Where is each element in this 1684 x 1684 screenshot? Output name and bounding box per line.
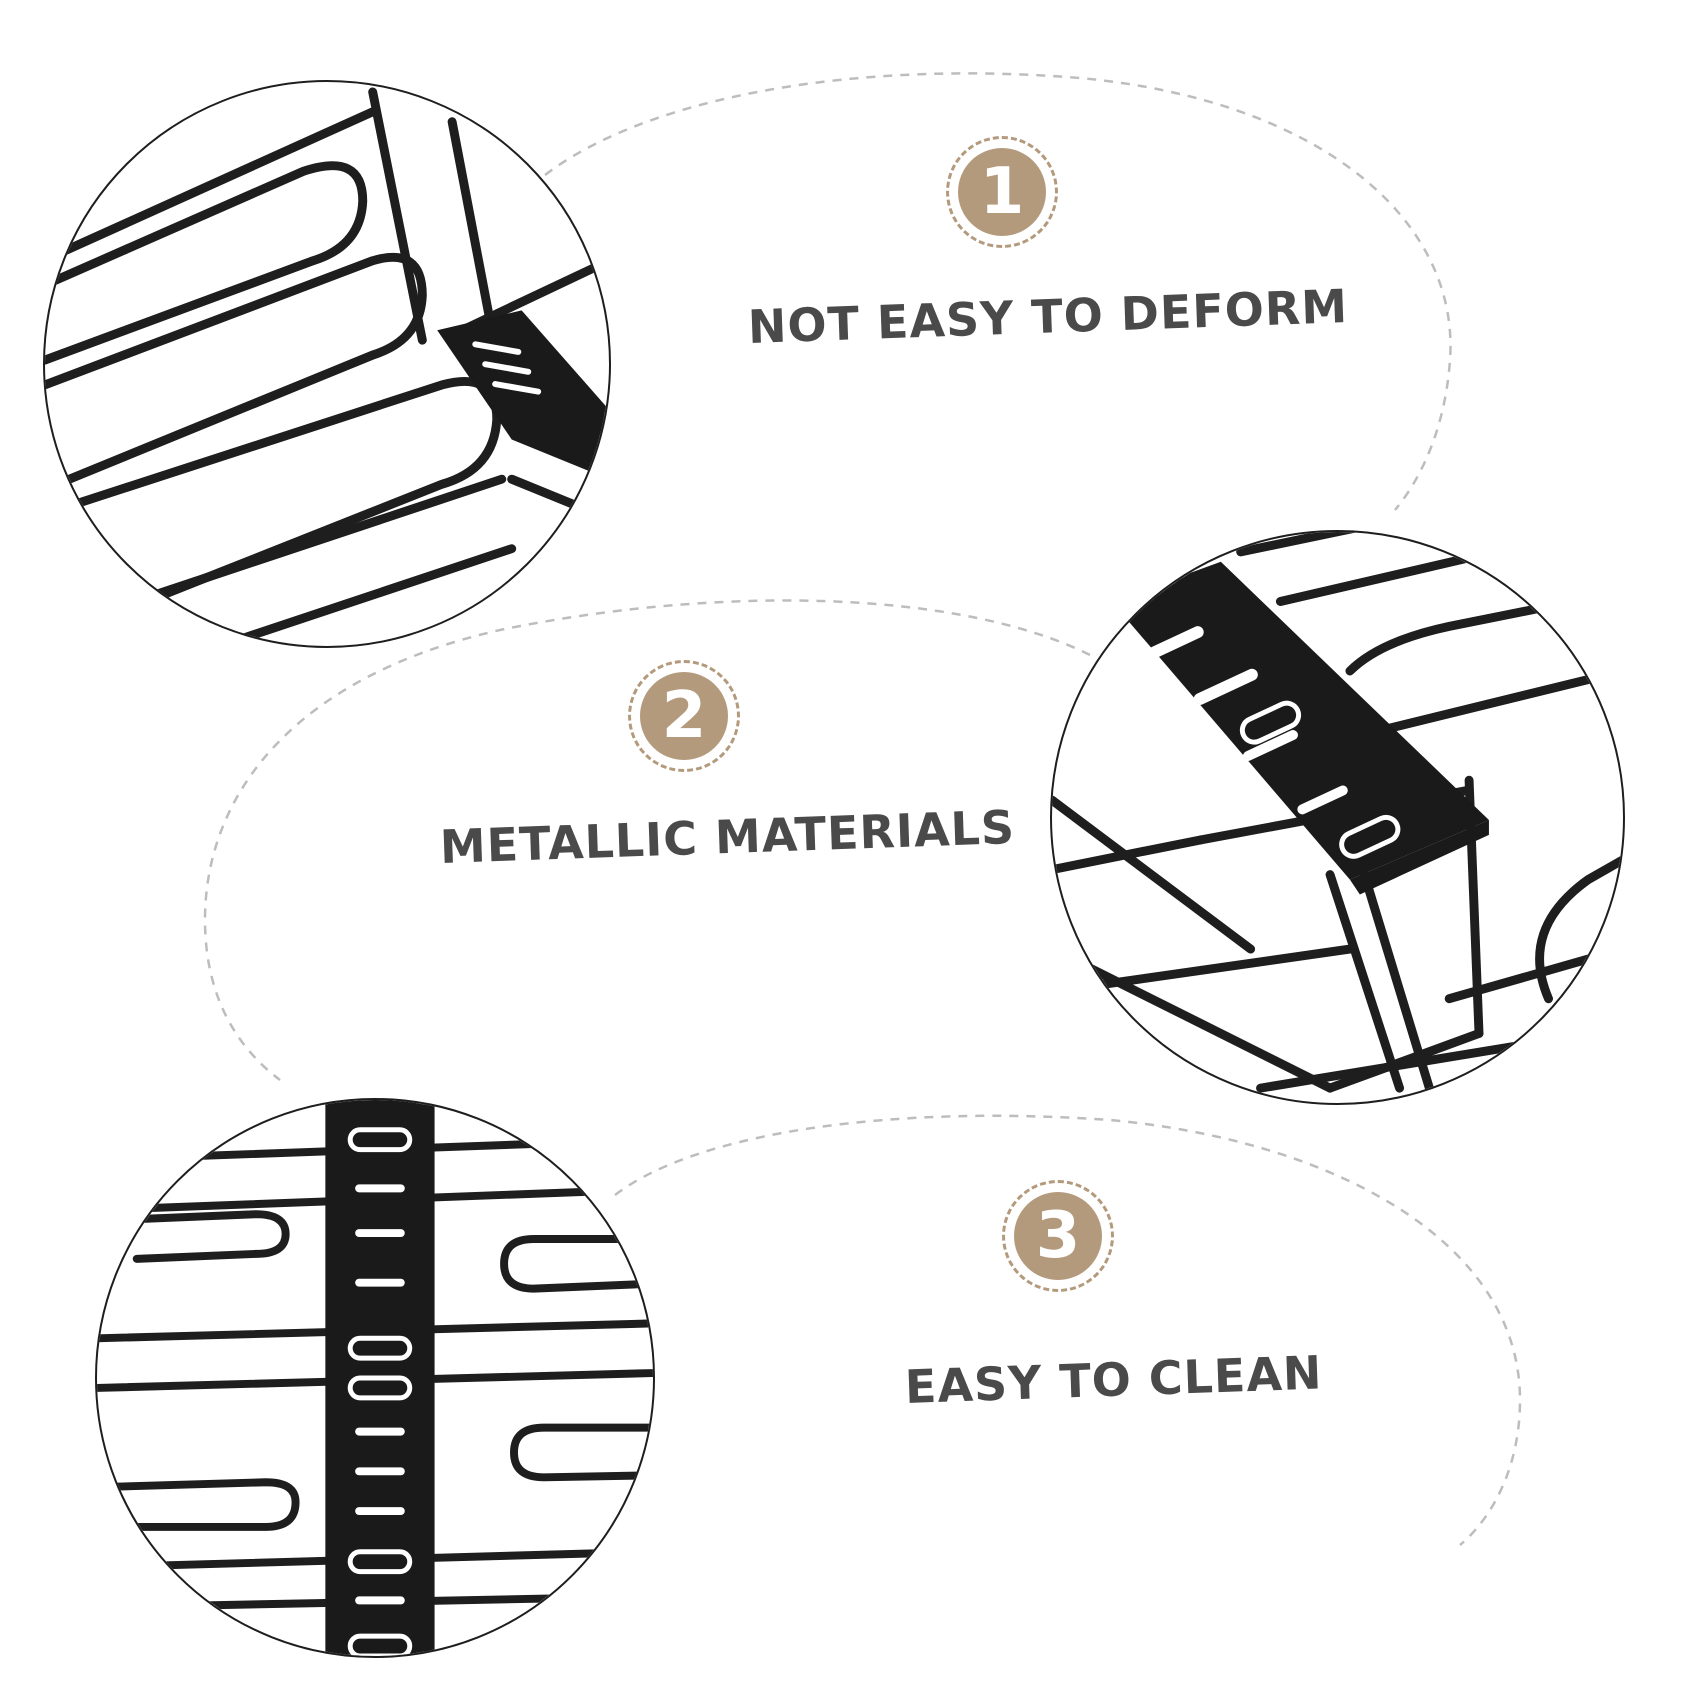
vertical-bar-drawing xyxy=(97,1100,653,1656)
number-badge-1: 1 xyxy=(946,136,1058,248)
badge-number-3: 3 xyxy=(1014,1192,1102,1280)
badge-number-2: 2 xyxy=(640,672,728,760)
dashed-outline-1 xyxy=(544,72,1452,511)
dashed-outline-3 xyxy=(614,1114,1522,1546)
number-badge-2: 2 xyxy=(628,660,740,772)
number-badge-3: 3 xyxy=(1002,1180,1114,1292)
dashed-outline-2 xyxy=(203,599,1091,1081)
photo-wire-rack-corner xyxy=(43,80,611,648)
wire-rack-corner-drawing xyxy=(45,87,609,643)
slotted-bar-drawing xyxy=(1052,532,1623,1093)
photo-vertical-bar-closeup xyxy=(95,1098,655,1658)
badge-number-1: 1 xyxy=(958,148,1046,236)
photo-slotted-bar-closeup xyxy=(1050,530,1625,1105)
